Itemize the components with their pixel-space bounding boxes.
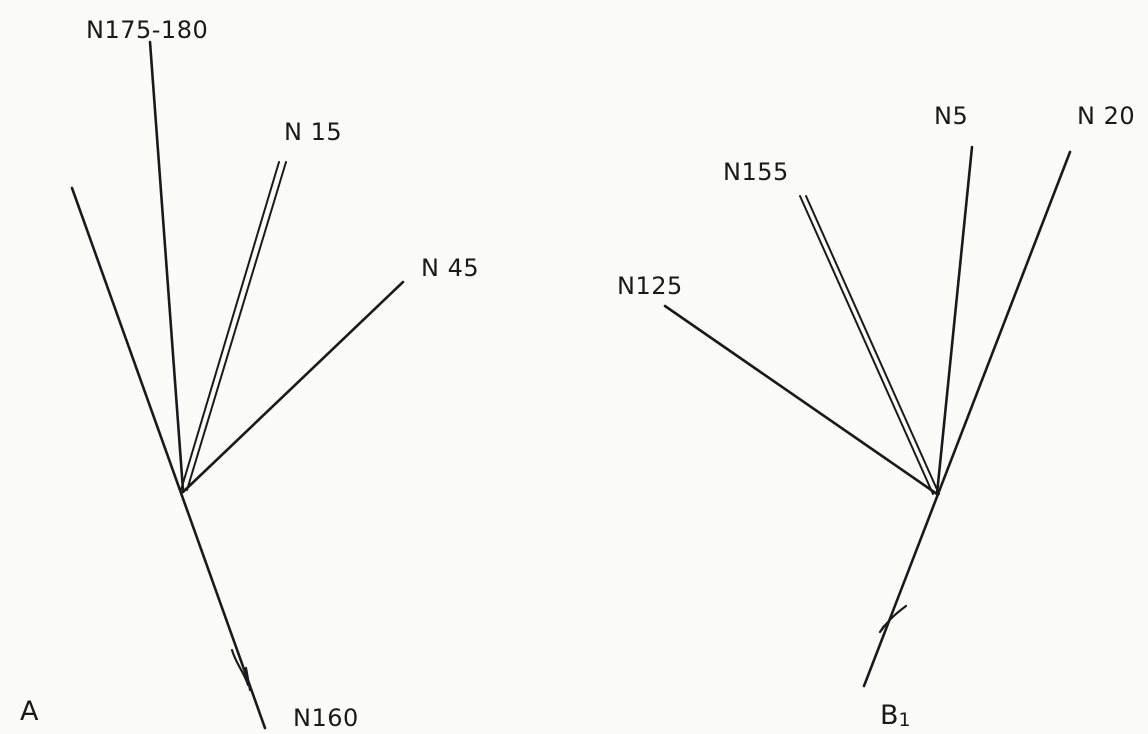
a-main-fault-line bbox=[70, 186, 267, 730]
a-n15-double-line-2 bbox=[186, 161, 287, 491]
label-n5: N5 bbox=[934, 102, 969, 130]
panel-label-b-letter: B bbox=[880, 700, 899, 731]
a-n45-line bbox=[181, 280, 405, 494]
label-n175-180: N175-180 bbox=[86, 16, 209, 44]
label-n45: N 45 bbox=[421, 254, 480, 282]
panel-label-a: A bbox=[20, 696, 39, 727]
b-n5-line bbox=[935, 145, 974, 496]
label-n155: N155 bbox=[723, 158, 789, 186]
label-n15: N 15 bbox=[284, 118, 343, 146]
b-n155-double-line-1 bbox=[799, 195, 934, 495]
b-main-fault-line bbox=[862, 150, 1072, 688]
label-n160: N160 bbox=[293, 704, 359, 732]
label-n20: N 20 bbox=[1077, 102, 1136, 130]
a-slip-arrow-mark bbox=[230, 648, 252, 692]
panel-label-b-subscript: 1 bbox=[898, 709, 911, 731]
b-n155-double-line-2 bbox=[805, 195, 940, 495]
a-n175-180-line bbox=[148, 40, 185, 492]
b-n125-line bbox=[663, 304, 939, 496]
a-n15-double-line-1 bbox=[180, 161, 280, 491]
label-n125: N125 bbox=[617, 272, 683, 300]
b-slip-arrow-mark bbox=[878, 604, 908, 634]
panel-label-b1: B1 bbox=[880, 702, 911, 730]
